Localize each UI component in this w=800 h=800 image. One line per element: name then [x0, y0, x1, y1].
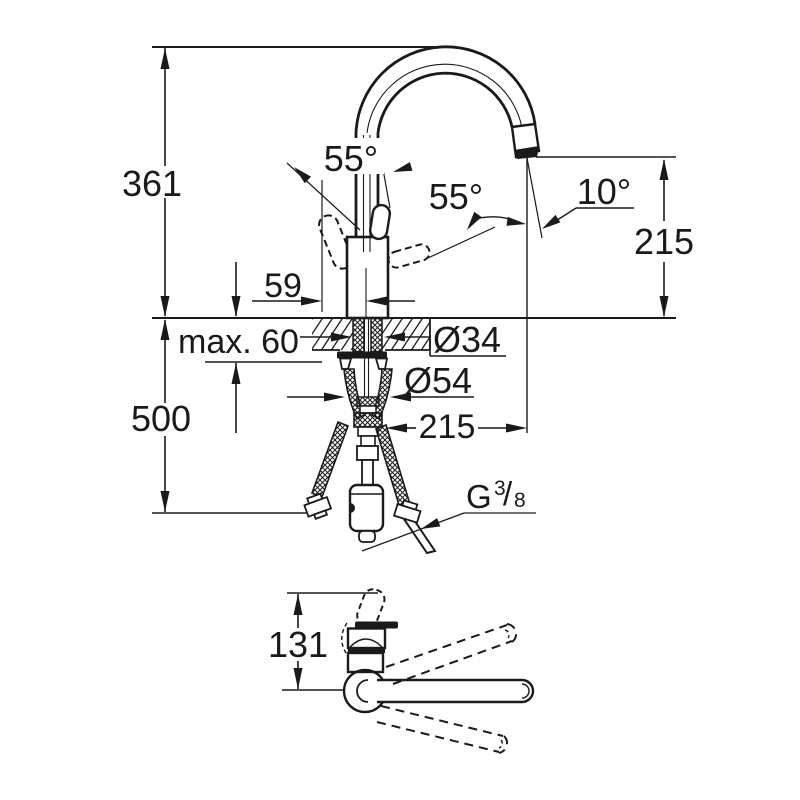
mounting-washer [337, 351, 387, 359]
dim-base-diameter [287, 392, 474, 402]
dim-body-depth [282, 592, 378, 691]
lever-right-dashed [387, 243, 431, 269]
reference-lines [152, 46, 676, 514]
aerator-outlet [514, 146, 539, 159]
label-bg [318, 138, 384, 174]
handle-plate [355, 621, 398, 629]
dim-shank-diameter [300, 332, 506, 357]
swivel-arm-upper [385, 623, 518, 685]
faucet-body [345, 235, 390, 320]
thread-denominator-label: 8 [514, 489, 526, 512]
deck-thickness-label: max. 60 [178, 323, 299, 361]
knurled-nut [353, 412, 383, 428]
spout-hose-line [366, 63, 523, 134]
counter-hatch [312, 318, 430, 350]
handle-swing-arc [341, 622, 348, 654]
spout-angle-label: 10° [577, 171, 631, 212]
front-view [152, 45, 676, 555]
shank-diameter-label: Ø34 [433, 319, 501, 360]
thread-callout-leader [361, 512, 536, 552]
tip-projection [526, 157, 543, 433]
hose-fitting-right [392, 499, 422, 524]
hose-fitting-left [303, 492, 333, 520]
swivel-arm-lower [376, 705, 509, 754]
under-counter-assembly [303, 317, 437, 555]
lever-angle-left-label: 55° [324, 138, 378, 179]
dim-spout-angle [542, 207, 634, 229]
spout-height-label: 215 [634, 221, 694, 262]
faucet-top-view [341, 588, 535, 754]
dim-overall-height [160, 48, 170, 317]
thread-g-label: G [466, 478, 492, 515]
lever-knob [368, 203, 392, 241]
thread-numerator-label: 3 [494, 477, 506, 500]
top-view [282, 588, 535, 754]
dim-lever-angle-right [427, 211, 526, 259]
spray-hose-end [402, 515, 437, 555]
overall-height-label: 361 [122, 163, 182, 204]
base-diameter-label: Ø54 [404, 360, 472, 401]
faucet-front [318, 45, 541, 320]
body-depth-label: 131 [268, 624, 328, 665]
below-deck-label: 500 [131, 398, 191, 439]
dim-deck-thickness [231, 262, 241, 433]
dim-below-deck [160, 319, 170, 512]
spout-tube-top [377, 678, 535, 704]
dim-spout-height [659, 159, 669, 317]
lever-offset-label: 59 [264, 267, 302, 305]
supply-hose-left [310, 420, 350, 499]
labels: 361 500 max. 60 59 Ø34 Ø54 215 215 55° 5… [122, 138, 694, 665]
dim-lever-offset [252, 180, 415, 312]
lever-angle-right-label: 55° [429, 176, 483, 217]
spout-reach-label: 215 [419, 408, 476, 446]
thread-slash-label: / [503, 475, 513, 512]
spout-arc-inner [376, 71, 514, 134]
dim-spout-reach [386, 423, 527, 433]
spout-arc-outer [354, 45, 537, 134]
